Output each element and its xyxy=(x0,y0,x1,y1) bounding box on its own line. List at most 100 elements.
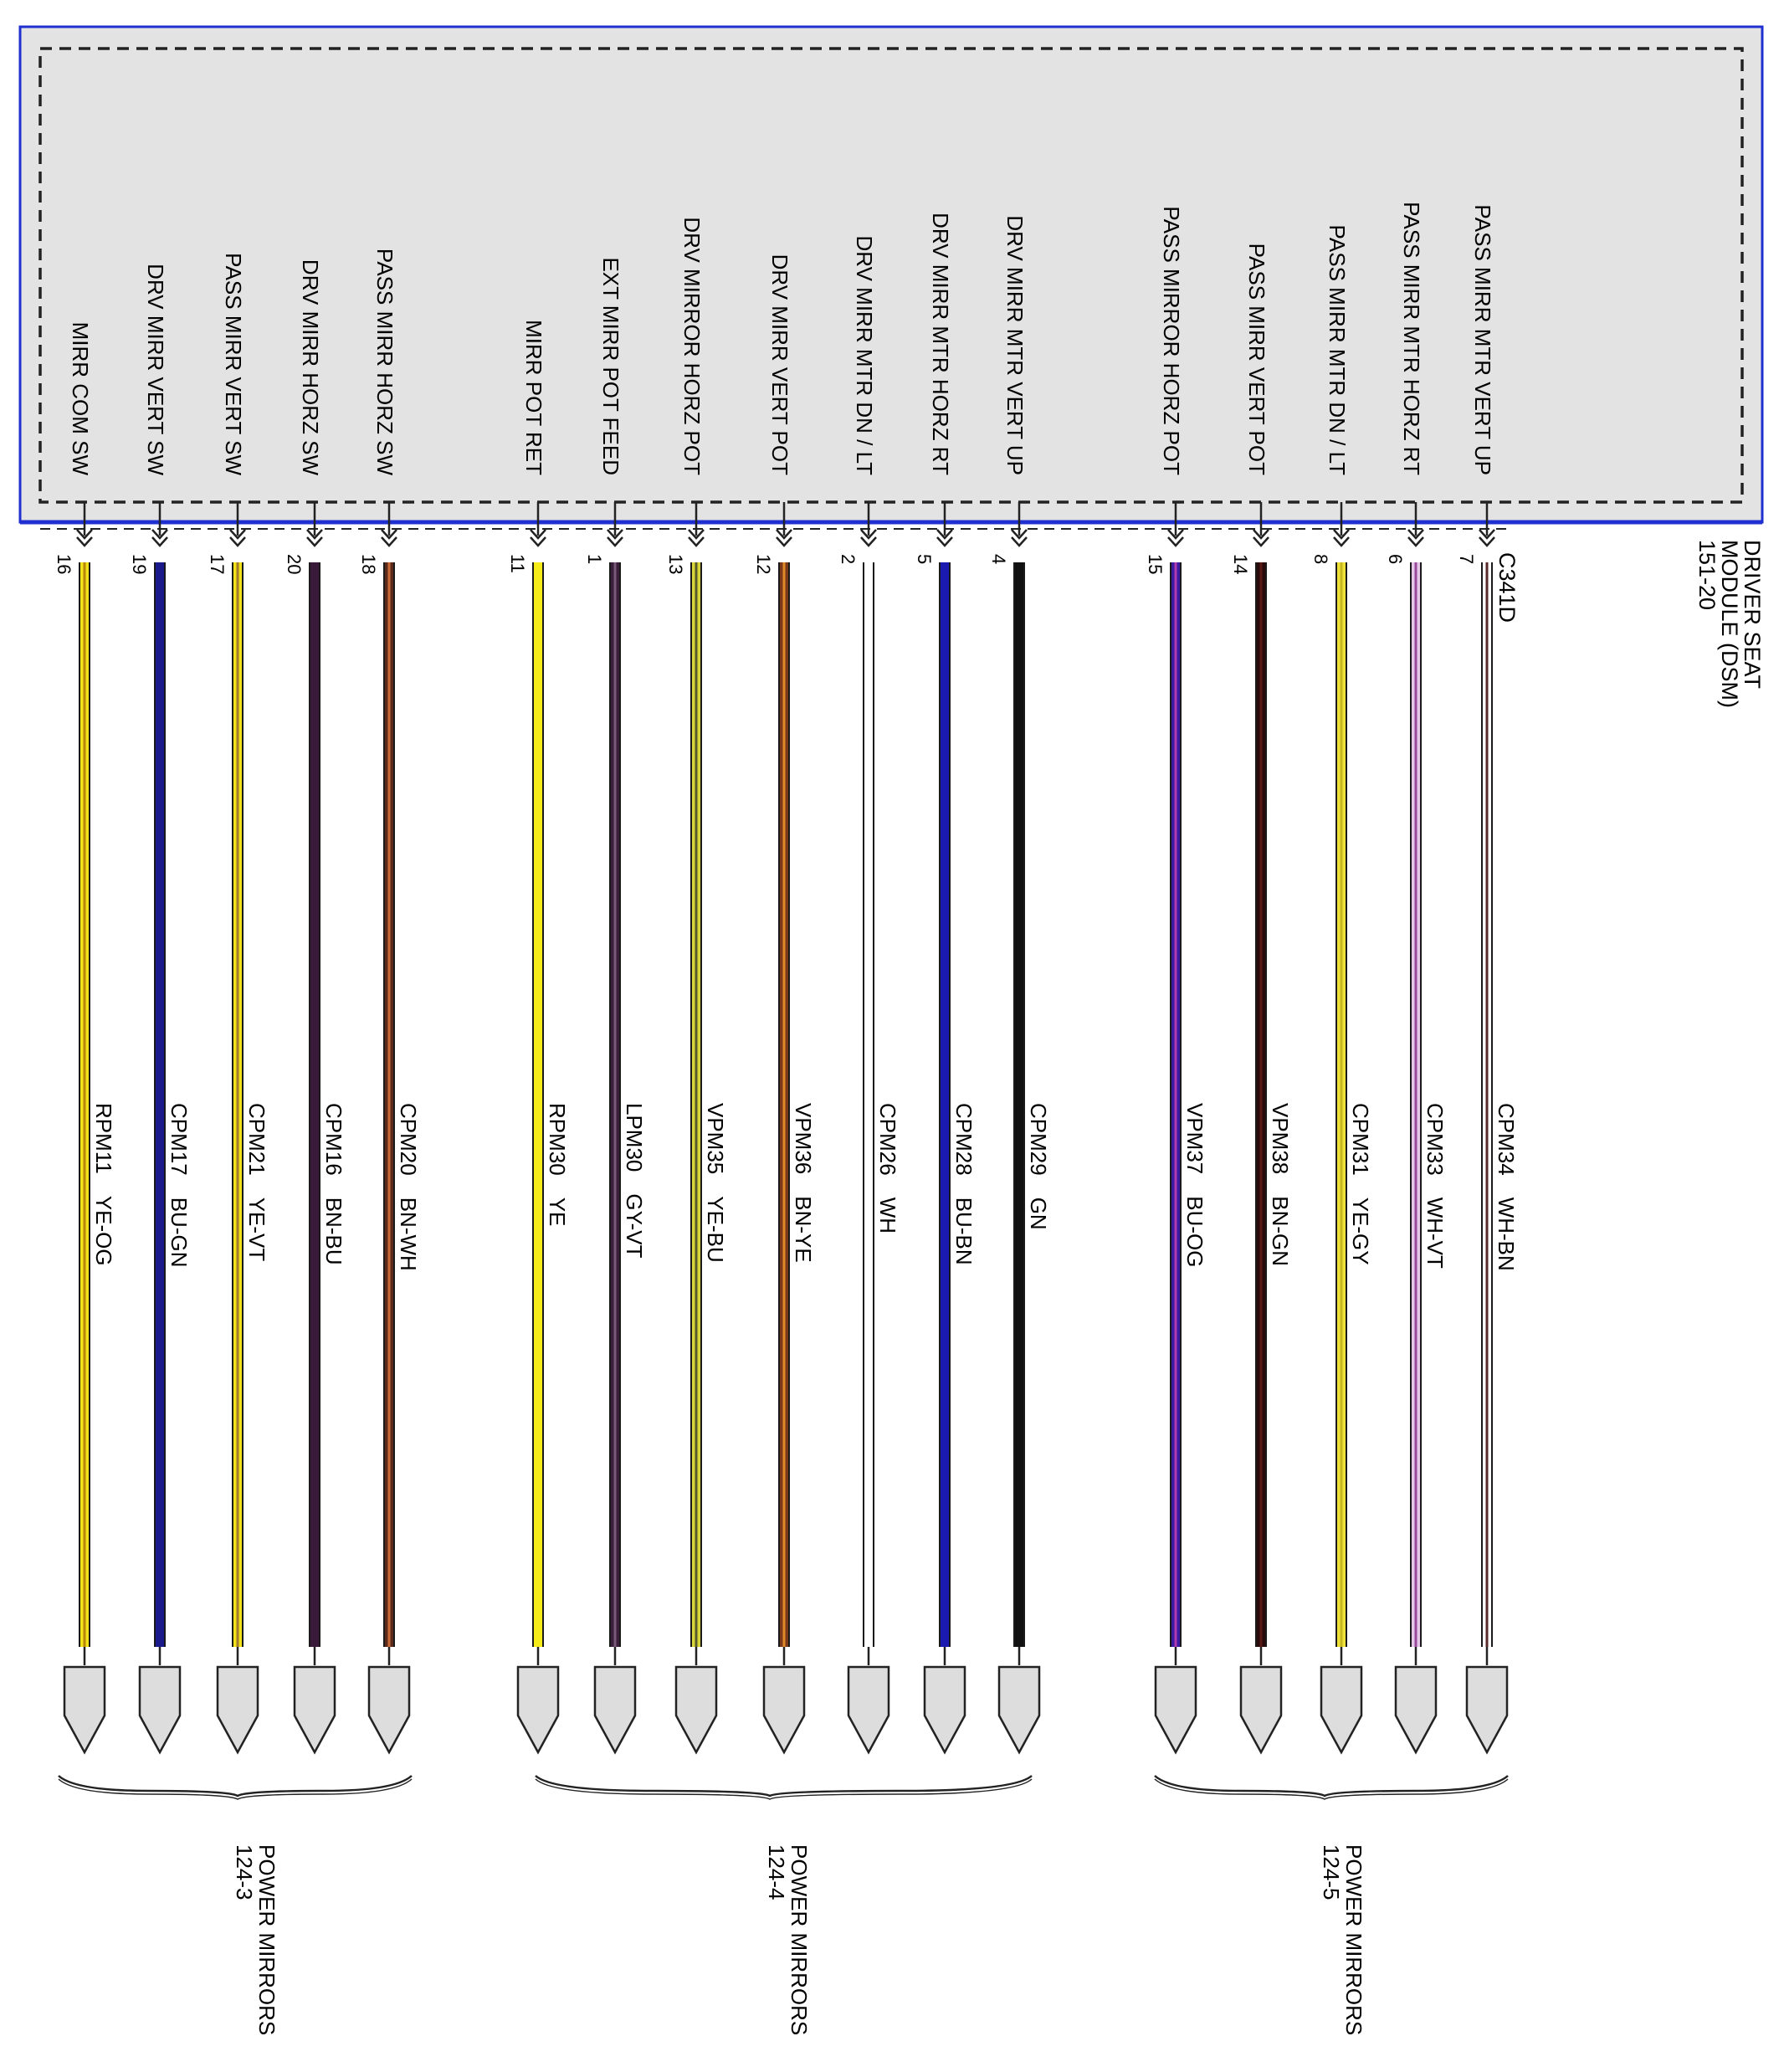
pin-number: 19 xyxy=(129,554,150,574)
pin-number: 15 xyxy=(1145,554,1166,574)
wire-stripe xyxy=(695,562,698,1647)
color-code: BU-BN xyxy=(951,1198,977,1265)
signal-name: DRV MIRR MTR HORZ RT xyxy=(928,213,953,475)
color-code: GN xyxy=(1026,1198,1051,1230)
circuit-id: CPM17 xyxy=(167,1103,192,1176)
signal-name: DRV MIRR MTR DN / LT xyxy=(852,236,877,476)
signal-name: EXT MIRR POT FEED xyxy=(598,257,623,475)
signal-name: MIRR POT RET xyxy=(521,320,546,475)
wire-stripe xyxy=(313,562,316,1647)
terminal-connector xyxy=(1154,1665,1197,1755)
signal-name: DRV MIRR HORZ SW xyxy=(298,259,323,476)
wire-label: CPM33WH-VT xyxy=(1423,1103,1448,1269)
module-page-ref: 151-20 xyxy=(1694,540,1720,610)
terminal-connector xyxy=(516,1665,560,1755)
terminal-connector xyxy=(923,1665,966,1755)
connector-arrow-upper xyxy=(860,529,877,540)
terminal-connector xyxy=(674,1665,718,1755)
terminal-connector xyxy=(367,1665,411,1755)
signal-name: PASS MIRR MTR DN / LT xyxy=(1325,225,1350,476)
color-code: YE-VT xyxy=(244,1198,269,1262)
pin-number: 7 xyxy=(1456,554,1477,564)
pin-number: 13 xyxy=(665,554,686,574)
group-brace-shadow xyxy=(535,1778,1033,1800)
group-brace-shadow xyxy=(1154,1778,1509,1800)
color-code: WH-VT xyxy=(1423,1198,1448,1269)
connector-id: C341D xyxy=(1494,552,1520,623)
color-code: BN-WH xyxy=(396,1198,421,1271)
wire-label: VPM38BN-GN xyxy=(1268,1103,1293,1266)
group-title: POWER MIRRORS xyxy=(787,1844,812,2035)
connector-arrow xyxy=(1167,536,1184,547)
pin-number: 4 xyxy=(988,554,1009,564)
color-code: BN-YE xyxy=(791,1196,816,1262)
terminal-connector xyxy=(1394,1665,1438,1755)
color-code: BU-GN xyxy=(167,1198,192,1268)
connector-arrow xyxy=(76,536,93,547)
connector-arrow xyxy=(1407,536,1424,547)
group-brace xyxy=(535,1775,1033,1798)
connector-arrow-upper xyxy=(229,529,246,540)
pin-number: 8 xyxy=(1310,554,1331,564)
circuit-id: CPM20 xyxy=(396,1103,421,1176)
pin-number: 16 xyxy=(54,554,74,574)
wire-stripe xyxy=(1340,562,1343,1647)
circuit-id: RPM11 xyxy=(91,1103,116,1174)
connector-arrow-upper xyxy=(76,529,93,540)
module-name-line1: DRIVER SEAT xyxy=(1740,540,1765,689)
color-code: BN-BU xyxy=(321,1198,346,1265)
connector-arrow xyxy=(860,536,877,547)
terminal-connector xyxy=(847,1665,890,1755)
connector-arrow xyxy=(1253,536,1269,547)
terminal-connector xyxy=(762,1665,806,1755)
wire-label: LPM30GY-VT xyxy=(622,1103,647,1259)
connector-arrow-upper xyxy=(1333,529,1350,540)
module-label: DRIVER SEAT MODULE (DSM) 151-20 xyxy=(1694,540,1765,708)
wire-stripe xyxy=(387,562,391,1647)
circuit-id: VPM36 xyxy=(791,1103,816,1174)
connector-arrow-upper xyxy=(1167,529,1184,540)
wire-stripe xyxy=(158,562,161,1647)
wire-label: CPM28BU-BN xyxy=(951,1103,977,1265)
wire-label: CPM26WH xyxy=(875,1103,900,1233)
group-brace-shadow xyxy=(58,1778,413,1800)
terminal-connector xyxy=(1465,1665,1509,1755)
connector-arrow xyxy=(776,536,792,547)
color-code: GY-VT xyxy=(622,1193,647,1258)
connector-arrow-upper xyxy=(1253,529,1269,540)
wire-stripe xyxy=(236,562,239,1647)
color-code: YE xyxy=(545,1198,570,1227)
circuit-id: CPM16 xyxy=(321,1103,346,1176)
pin-number: 14 xyxy=(1230,554,1251,574)
module-box xyxy=(18,25,1764,524)
terminal-connector xyxy=(1239,1665,1283,1755)
terminal-connector xyxy=(997,1665,1041,1755)
circuit-id: RPM30 xyxy=(545,1103,570,1176)
color-code: YE-OG xyxy=(91,1196,116,1266)
pin-number: 12 xyxy=(753,554,774,574)
connector-arrow xyxy=(151,536,168,547)
pin-number: 11 xyxy=(507,554,528,573)
pin-number: 17 xyxy=(207,554,228,574)
signal-name: PASS MIRR HORZ SW xyxy=(372,249,397,476)
connector-arrow xyxy=(229,536,246,547)
wire-label: CPM17BU-GN xyxy=(167,1103,192,1267)
color-code: BU-OG xyxy=(1182,1196,1207,1267)
